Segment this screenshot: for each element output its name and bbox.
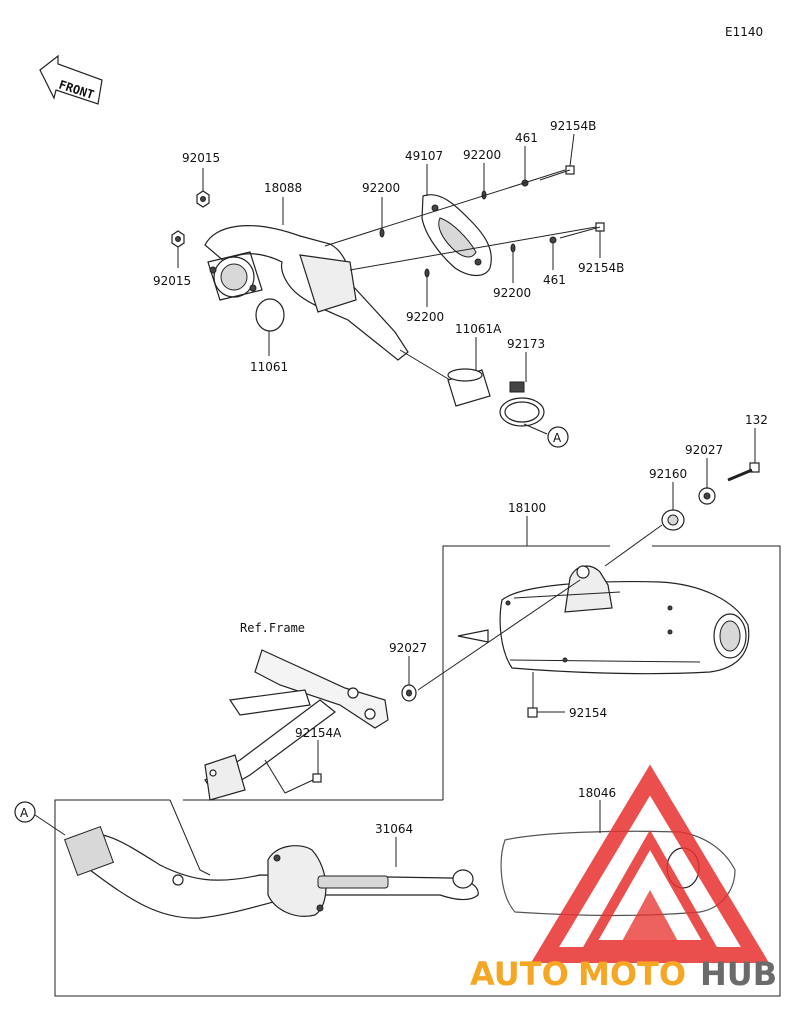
header-pipe-18088 [204,225,409,361]
sleeve-11061A [447,368,491,407]
label-92200-b: 92200 [463,148,501,162]
muffler-assembly-box [54,516,781,997]
washer-461-lower [549,236,557,244]
marker-a-top-label: A [553,431,562,445]
label-92200-d: 92200 [406,310,444,324]
watermark-text: AUTO MOTO HUB [470,955,777,993]
bolt-132 [727,462,760,482]
silencer-18100 [499,565,750,675]
diagram-code: E1140 [725,25,763,39]
grommet-92160 [661,509,685,531]
label-461-b: 461 [543,273,566,287]
label-92200-a: 92200 [362,181,400,195]
tail-pipe-31064 [64,826,479,919]
heat-guard-49107 [421,194,492,277]
label-132: 132 [745,413,768,427]
watermark-auto: AUTO [470,955,569,993]
label-92154B-b: 92154B [578,261,624,275]
label-92160: 92160 [649,467,687,481]
nut-92015-top [196,190,210,208]
nut-92015-left [171,230,185,248]
clamp-92173 [499,381,545,427]
label-92200-c: 92200 [493,286,531,300]
label-11061: 11061 [250,360,288,374]
marker-a-top: A [523,423,569,448]
label-ref-frame: Ref.Frame [240,621,305,635]
label-18100: 18100 [508,501,546,515]
label-92154B-a: 92154B [550,119,596,133]
label-92015-left: 92015 [153,274,191,288]
label-92027-b: 92027 [389,641,427,655]
collar-92200-d [424,268,430,278]
label-92015-top: 92015 [182,151,220,165]
bolt-92154B-lower [559,222,605,239]
gasket-11061 [255,298,285,332]
watermark-hub: HUB [700,955,777,993]
washer-92027-lower [401,684,417,702]
label-49107: 49107 [405,149,443,163]
watermark-logo [530,764,770,963]
label-92173: 92173 [507,337,545,351]
bolt-92154 [527,672,538,718]
marker-a-bottom-label: A [20,806,29,820]
label-18088: 18088 [264,181,302,195]
front-arrow-icon: FRONT [39,54,103,105]
watermark-triangle-icon [530,764,770,963]
label-31064: 31064 [375,822,413,836]
leader-lines [169,133,756,876]
label-18046: 18046 [578,786,616,800]
frame-reference [204,649,389,801]
label-92154A: 92154A [295,726,342,740]
label-92027-a: 92027 [685,443,723,457]
watermark-moto: MOTO [578,955,686,993]
bolt-92154A [312,773,322,783]
label-92154: 92154 [569,706,607,720]
label-461-a: 461 [515,131,538,145]
collar-92200-c [510,243,516,253]
marker-a-bottom: A [14,801,66,836]
collar-92200-a [379,228,385,238]
label-11061A: 11061A [455,322,502,336]
